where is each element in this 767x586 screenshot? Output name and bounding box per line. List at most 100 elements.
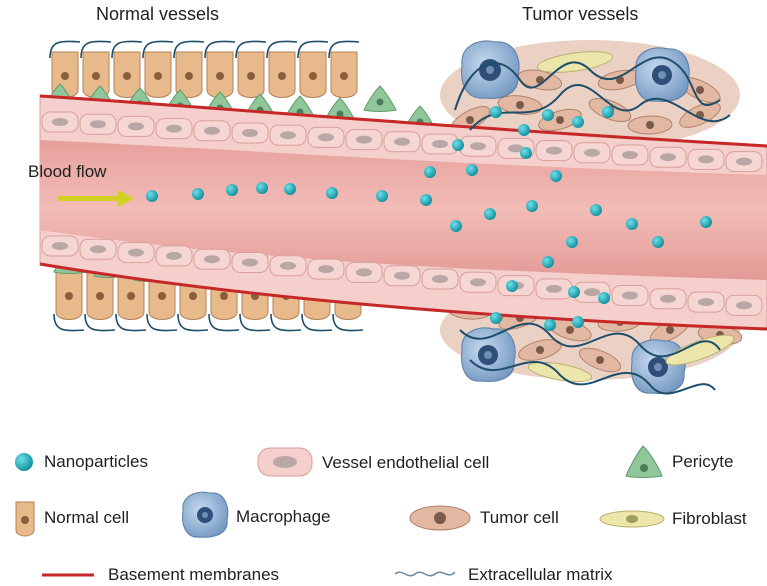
endothelial-cell bbox=[383, 265, 421, 287]
normal-cell bbox=[84, 271, 116, 332]
normal-cell bbox=[80, 40, 112, 98]
endothelial-cell bbox=[573, 142, 611, 164]
nanoparticle bbox=[192, 188, 204, 200]
legend-ecm-icon bbox=[394, 571, 456, 577]
endothelial-cell bbox=[307, 258, 345, 280]
nanoparticle bbox=[376, 190, 388, 202]
nanoparticle bbox=[424, 166, 436, 178]
endothelial-cell bbox=[307, 126, 345, 148]
extracellular-matrix bbox=[454, 56, 731, 395]
normal-cell bbox=[204, 40, 236, 98]
endothelial-cell bbox=[193, 120, 231, 142]
nanoparticle bbox=[518, 124, 530, 136]
endothelial-cell bbox=[383, 131, 421, 153]
endothelial-cell bbox=[79, 238, 117, 260]
normal-cell bbox=[53, 271, 85, 332]
tumor-cell bbox=[497, 95, 543, 115]
nanoparticle bbox=[566, 236, 578, 248]
nanoparticles bbox=[146, 106, 712, 331]
endothelial-cells-bottom bbox=[41, 235, 763, 316]
macrophage bbox=[461, 40, 520, 99]
endothelial-cell bbox=[725, 294, 763, 316]
legend-pericyte-label: Pericyte bbox=[672, 452, 734, 471]
nanoparticle bbox=[568, 286, 580, 298]
endothelial-cell bbox=[535, 278, 573, 300]
endothelial-cell bbox=[231, 122, 269, 144]
endothelial-cell bbox=[117, 115, 155, 137]
normal-cell bbox=[173, 40, 205, 98]
nanoparticle bbox=[652, 236, 664, 248]
nanoparticle bbox=[226, 184, 238, 196]
legend-macrophage-icon bbox=[182, 491, 229, 538]
normal-cell bbox=[235, 40, 267, 98]
endothelial-cell bbox=[155, 118, 193, 140]
macrophage bbox=[631, 339, 686, 394]
nanoparticle bbox=[602, 106, 614, 118]
nanoparticle bbox=[520, 147, 532, 159]
nanoparticle bbox=[526, 200, 538, 212]
nanoparticle bbox=[542, 109, 554, 121]
legend-normal-cell-label: Normal cell bbox=[44, 508, 130, 527]
legend-fibroblast-label: Fibroblast bbox=[672, 509, 747, 528]
normal-vessels-title: Normal vessels bbox=[96, 4, 220, 24]
endothelial-cell bbox=[649, 146, 687, 168]
endothelial-cell bbox=[155, 245, 193, 267]
nanoparticle bbox=[572, 316, 584, 328]
endothelial-cell bbox=[459, 135, 497, 157]
normal-cell bbox=[328, 40, 360, 98]
normal-cell bbox=[266, 40, 298, 98]
legend-basement-label: Basement membranes bbox=[108, 565, 280, 584]
nanoparticle bbox=[700, 216, 712, 228]
endothelial-cell bbox=[611, 144, 649, 166]
basement-membrane-top bbox=[39, 94, 767, 148]
endothelial-cell bbox=[269, 255, 307, 277]
nanoparticle bbox=[590, 204, 602, 216]
nanoparticle bbox=[450, 220, 462, 232]
endothelial-cell bbox=[117, 242, 155, 264]
nanoparticle bbox=[626, 218, 638, 230]
legend-normal-cell-icon bbox=[15, 501, 35, 537]
normal-cell bbox=[111, 40, 143, 98]
fibroblast bbox=[665, 334, 735, 366]
legend-nanoparticle-icon bbox=[15, 453, 33, 471]
legend-ecm-label: Extracellular matrix bbox=[468, 565, 613, 584]
tumor-cell bbox=[627, 115, 673, 135]
endothelial-cell bbox=[649, 288, 687, 310]
fibroblast bbox=[527, 361, 593, 383]
endothelial-cell bbox=[687, 148, 725, 170]
legend-tumor-cell-icon bbox=[409, 505, 471, 531]
pericyte bbox=[363, 85, 397, 112]
legend-tumor-cell-label: Tumor cell bbox=[480, 508, 559, 527]
normal-cell bbox=[49, 40, 81, 98]
nanoparticle bbox=[542, 256, 554, 268]
legend-icons bbox=[15, 445, 665, 577]
endothelial-cell bbox=[269, 124, 307, 146]
nanoparticle bbox=[326, 187, 338, 199]
legend-nanoparticles-label: Nanoparticles bbox=[44, 452, 148, 471]
endothelial-cell bbox=[725, 151, 763, 173]
nanoparticle bbox=[256, 182, 268, 194]
blood-flow-arrow bbox=[58, 190, 134, 207]
nanoparticle bbox=[598, 292, 610, 304]
legend-endothelial-icon bbox=[257, 447, 313, 477]
endothelial-cell bbox=[345, 261, 383, 283]
nanoparticle bbox=[506, 280, 518, 292]
nanoparticle bbox=[452, 139, 464, 151]
legend-pericyte-icon bbox=[625, 445, 663, 478]
legend-macrophage-label: Macrophage bbox=[236, 507, 331, 526]
normal-cell bbox=[297, 40, 329, 98]
endothelial-cell bbox=[41, 111, 79, 133]
nanoparticle bbox=[466, 164, 478, 176]
tumor-vessels-title: Tumor vessels bbox=[522, 4, 639, 24]
nanoparticle bbox=[146, 190, 158, 202]
legend-fibroblast-icon bbox=[599, 510, 665, 528]
endothelial-cells-top bbox=[41, 111, 763, 173]
endothelial-cell bbox=[535, 140, 573, 162]
nanoparticle bbox=[490, 312, 502, 324]
basement-membrane-bottom bbox=[39, 262, 767, 331]
endothelial-cell bbox=[193, 248, 231, 270]
endothelial-cell bbox=[459, 271, 497, 293]
vessel-lumen bbox=[40, 140, 767, 280]
endothelial-cell bbox=[421, 268, 459, 290]
